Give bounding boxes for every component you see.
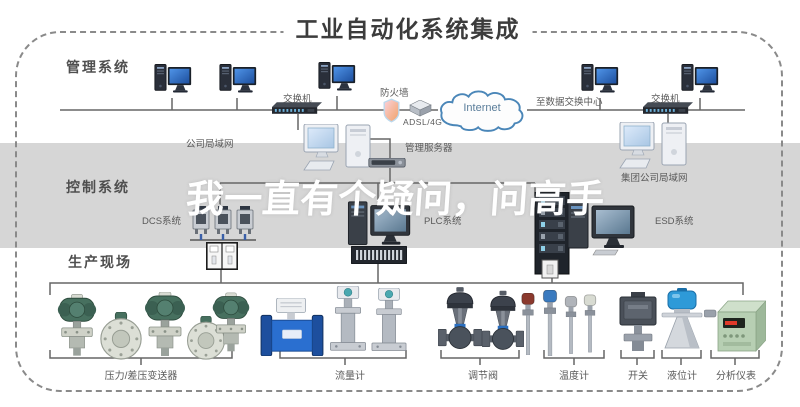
thermometer-icon (539, 290, 561, 356)
label-mgmt-server: 管理服务器 (405, 143, 453, 154)
label-to-data-center: 至数据交换中心 (536, 97, 603, 108)
flange-disc-icon (98, 312, 144, 360)
firewall-icon (383, 97, 400, 124)
magnetic-flowmeter-icon (260, 298, 324, 356)
label-switch-right: 交换机 (651, 94, 680, 105)
label-switch-left: 交换机 (283, 94, 312, 105)
thermometer-icon (562, 295, 580, 355)
management-server-icon (368, 158, 406, 168)
adsl-modem-icon (407, 100, 433, 117)
label-switch-instrument: 开关 (628, 371, 648, 382)
label-adsl: ADSL/4G (403, 117, 443, 127)
desktop-pc-icon (318, 58, 356, 98)
desktop-pc-icon (219, 60, 257, 100)
pressure-transmitter-icon (55, 294, 99, 358)
label-firewall: 防火墙 (380, 88, 409, 99)
label-pressure-transmitter: 压力/差压变送器 (104, 371, 178, 382)
dcs-cabinet-icon (206, 242, 238, 270)
section-label-management: 管理系统 (66, 59, 130, 75)
vortex-flowmeter-icon (369, 288, 409, 360)
page-title: 工业自动化系统集成 (283, 10, 533, 44)
workstation-icon (302, 124, 372, 172)
label-company-lan: 公司局域网 (186, 139, 234, 150)
label-level-meter: 液位计 (667, 371, 697, 382)
thermometer-icon (518, 293, 538, 355)
thermometer-icon (581, 291, 599, 356)
label-flowmeter: 流量计 (335, 371, 365, 382)
label-analyzer: 分析仪表 (716, 371, 756, 382)
plc-rack-icon (351, 246, 407, 264)
vortex-flowmeter-icon (328, 286, 368, 360)
pressure-switch-icon (615, 292, 661, 356)
pressure-transmitter-icon (210, 292, 252, 354)
label-control-valve: 调节阀 (468, 371, 498, 382)
section-label-control: 控制系统 (66, 179, 130, 195)
control-valve-icon (438, 285, 482, 359)
desktop-pc-icon (681, 60, 719, 100)
label-group-lan: 集团公司局域网 (621, 173, 688, 184)
watermark-text: 我一直有个疑问，问高手 (184, 179, 606, 221)
radar-level-meter-icon (660, 288, 704, 356)
section-label-field: 生产现场 (68, 254, 132, 270)
workstation-icon (618, 122, 688, 170)
label-esd-system: ESD系统 (655, 216, 694, 227)
analyzer-icon (704, 298, 766, 356)
label-internet: Internet (463, 102, 501, 114)
label-dcs-system: DCS系统 (142, 216, 182, 227)
pressure-transmitter-icon (142, 292, 188, 358)
label-plc-system: PLC系统 (424, 216, 462, 227)
desktop-pc-icon (154, 60, 192, 100)
label-thermometer: 温度计 (559, 371, 589, 382)
